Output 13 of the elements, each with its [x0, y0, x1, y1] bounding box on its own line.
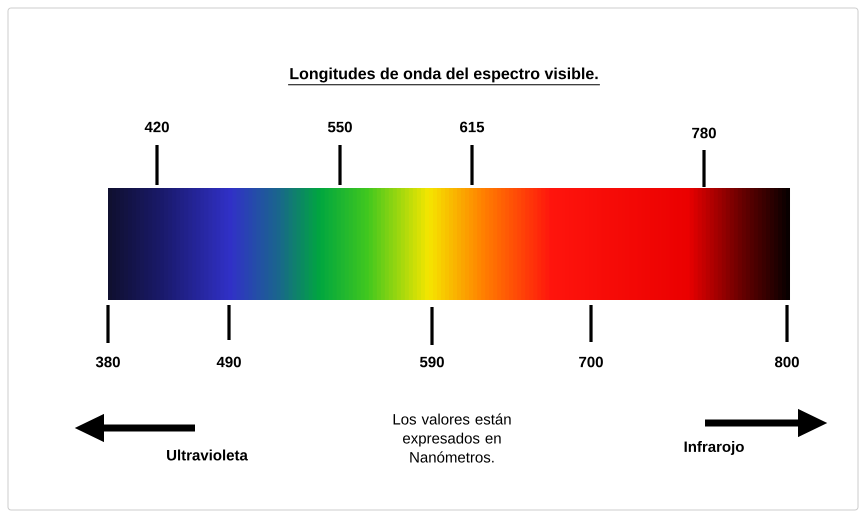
region-label: Infrarojo [684, 441, 744, 455]
tick-label: 800 [774, 356, 799, 368]
tick-label: 550 [328, 122, 352, 132]
tick-label: 780 [692, 128, 716, 138]
title: Longitudes de onda del espectro visible. [290, 68, 598, 82]
note: Los valores están expresados en Nanómetros. [394, 413, 511, 463]
region-label: Ultravioleta [167, 450, 248, 460]
tick-label: 490 [216, 356, 241, 368]
tick-label: 590 [420, 356, 444, 368]
tick-label: 615 [460, 122, 484, 132]
tick-label: 700 [579, 356, 603, 368]
tick-label: 380 [96, 356, 120, 368]
tick-label: 420 [144, 122, 169, 132]
